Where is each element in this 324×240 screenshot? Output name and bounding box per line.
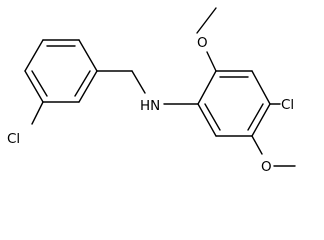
chlorophenyl-ring	[24, 39, 98, 103]
bond	[24, 39, 44, 72]
double-bond-inner	[31, 70, 48, 97]
bond	[78, 39, 98, 72]
double-bond-inner	[74, 70, 91, 97]
bond-c-o-top	[206, 51, 217, 72]
atom-label-cl-left: Cl	[7, 131, 20, 147]
bond	[197, 70, 217, 105]
double-bond-inner	[247, 103, 264, 131]
bond-o-methyl-top	[196, 7, 217, 34]
bond-c-cl-left	[31, 101, 44, 125]
atom-label-cl-right: Cl	[281, 97, 294, 113]
chemical-structure: Cl HN O Cl O	[7, 7, 296, 175]
atom-label-o-bottom: O	[261, 159, 272, 175]
dimethoxyphenyl-ring	[197, 70, 271, 137]
structure-canvas: Cl HN O Cl O	[7, 7, 296, 175]
bond	[251, 70, 271, 105]
bond	[197, 103, 217, 137]
bond	[251, 103, 271, 137]
double-bond-inner	[204, 103, 221, 131]
atom-label-o-top: O	[197, 35, 208, 51]
bond	[78, 70, 98, 103]
atom-label-nh: HN	[140, 98, 160, 114]
bond	[24, 70, 44, 103]
bond-ch2-n	[131, 70, 146, 94]
bond-c-o-bottom	[251, 135, 263, 155]
